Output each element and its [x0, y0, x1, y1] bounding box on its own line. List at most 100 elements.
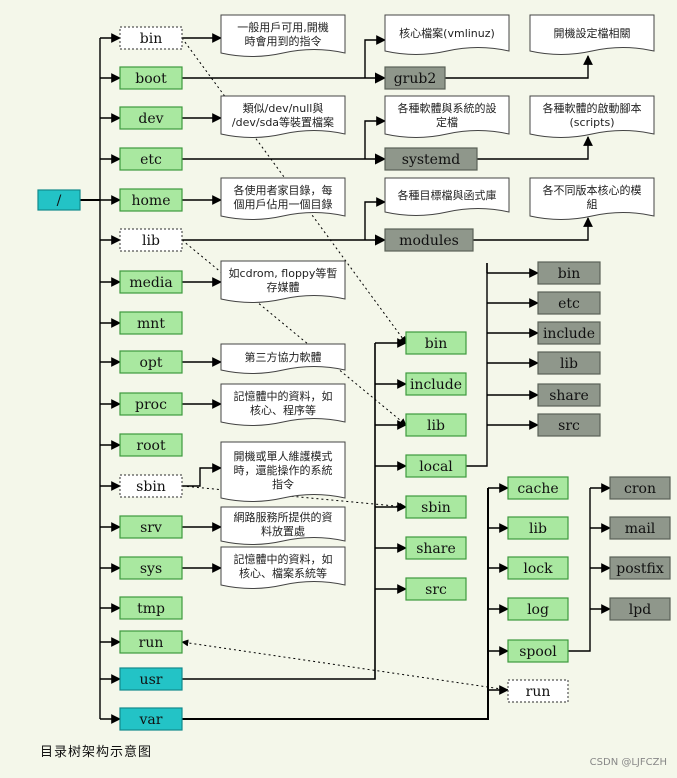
dir-lib: lib — [119, 228, 183, 252]
note-lib: 各種目標檔與函式庫 — [384, 177, 510, 216]
dir-tmp-label: tmp — [137, 601, 165, 617]
note-sbin-line: 開機或單人維護模式 — [234, 449, 333, 463]
spool-child-cron-label: cron — [624, 481, 656, 497]
local-child-src-box — [537, 413, 601, 437]
var-child-spool-label: spool — [519, 644, 557, 660]
dir-sbin: sbin — [119, 474, 183, 498]
gray-grub2-label: grub2 — [394, 71, 437, 87]
note-srv-line: 料放置處 — [261, 524, 305, 538]
note-kernel: 核心檔案(vmlinuz) — [384, 14, 510, 55]
root-directory-label: / — [57, 193, 62, 209]
note-sys-line: 核心、檔案系統等 — [239, 566, 327, 580]
local-child-bin-label: bin — [558, 266, 580, 282]
dir-boot-label: boot — [135, 71, 167, 87]
note-modules-shape — [529, 177, 655, 220]
note-etc-shape — [384, 95, 510, 138]
note-dev: 類似/dev/null與/dev/sda等裝置檔案 — [220, 95, 346, 138]
note-lib-line: 各種目標檔與函式庫 — [398, 188, 497, 202]
local-child-include-box — [537, 321, 601, 345]
diagram-nodes: /binbootdevetchomelibmediamntoptprocroot… — [37, 14, 671, 731]
dir-run-box — [119, 630, 183, 654]
usr-child-lib-box — [405, 413, 467, 437]
note-sys-shape — [220, 546, 346, 589]
connector — [466, 263, 488, 467]
note-scripts: 各種軟體的啟動腳本(scripts) — [529, 95, 655, 138]
local-child-share: share — [537, 383, 601, 407]
usr-child-bin-box — [405, 331, 467, 355]
dir-var: var — [119, 707, 183, 731]
spool-child-cron: cron — [609, 476, 671, 500]
root-directory-box — [37, 189, 81, 211]
connector — [182, 488, 489, 720]
spool-child-postfix: postfix — [609, 556, 671, 580]
dir-etc-label: etc — [140, 152, 162, 168]
local-child-include-label: include — [543, 326, 595, 342]
var-child-lib: lib — [507, 516, 569, 540]
root-directory: / — [37, 189, 81, 211]
dir-sys: sys — [119, 556, 183, 580]
dir-opt-box — [119, 350, 183, 374]
var-child-run-link-label: run — [526, 684, 551, 700]
dir-root-label: root — [136, 438, 166, 454]
gray-systemd: systemd — [384, 147, 478, 171]
dir-mnt-box — [119, 311, 183, 335]
var-child-lib-label: lib — [529, 521, 547, 537]
var-child-run-link: run — [507, 679, 569, 703]
dir-root-box — [119, 433, 183, 457]
usr-child-bin-label: bin — [425, 336, 447, 352]
usr-child-sbin-box — [405, 495, 467, 519]
var-child-cache: cache — [507, 476, 569, 500]
gray-modules: modules — [384, 228, 474, 252]
gray-systemd-label: systemd — [402, 152, 460, 168]
usr-child-bin: bin — [405, 331, 467, 355]
connector — [445, 55, 593, 79]
usr-child-src-box — [405, 577, 467, 601]
connector — [364, 116, 386, 159]
local-child-include: include — [537, 321, 601, 345]
note-dev-shape — [220, 95, 346, 138]
dir-proc-box — [119, 392, 183, 416]
gray-grub2: grub2 — [384, 66, 446, 90]
dir-sbin-box — [119, 474, 183, 498]
dir-tmp: tmp — [119, 596, 183, 620]
spool-child-lpd-box — [609, 597, 671, 621]
usr-child-src-label: src — [425, 582, 447, 598]
dir-run: run — [119, 630, 183, 654]
dir-bin-box — [119, 26, 183, 50]
spool-child-lpd-label: lpd — [629, 602, 651, 618]
note-bootcfg: 開機設定檔相關 — [529, 14, 655, 55]
var-child-run-link-box — [507, 679, 569, 703]
dir-proc: proc — [119, 392, 183, 416]
connector — [477, 136, 593, 160]
usr-child-sbin: sbin — [405, 495, 467, 519]
dir-bin: bin — [119, 26, 183, 50]
var-child-lock-label: lock — [523, 561, 553, 577]
dir-opt-label: opt — [139, 355, 162, 371]
var-child-log-box — [507, 597, 569, 621]
local-child-etc-label: etc — [558, 296, 580, 312]
local-child-lib: lib — [537, 351, 601, 375]
dir-home: home — [119, 188, 183, 212]
spool-child-postfix-label: postfix — [616, 561, 664, 577]
var-child-log-label: log — [527, 602, 549, 618]
dir-usr-box — [119, 667, 183, 691]
gray-systemd-box — [384, 147, 478, 171]
local-child-src: src — [537, 413, 601, 437]
dir-var-label: var — [139, 712, 163, 728]
usr-child-lib-label: lib — [427, 418, 445, 434]
watermark: CSDN @LJFCZH — [589, 757, 667, 768]
dir-home-box — [119, 188, 183, 212]
dir-var-box — [119, 707, 183, 731]
note-sys-line: 記憶體中的資料，如 — [234, 552, 333, 566]
dir-sys-label: sys — [140, 561, 162, 577]
local-child-bin: bin — [537, 261, 601, 285]
note-bin-line: 一般用戶可用,開機 — [237, 20, 329, 34]
note-srv-shape — [220, 506, 346, 545]
note-etc-line: 各種軟體與系統的設 — [398, 101, 497, 115]
note-scripts-line: 各種軟體的啟動腳本 — [543, 101, 642, 115]
